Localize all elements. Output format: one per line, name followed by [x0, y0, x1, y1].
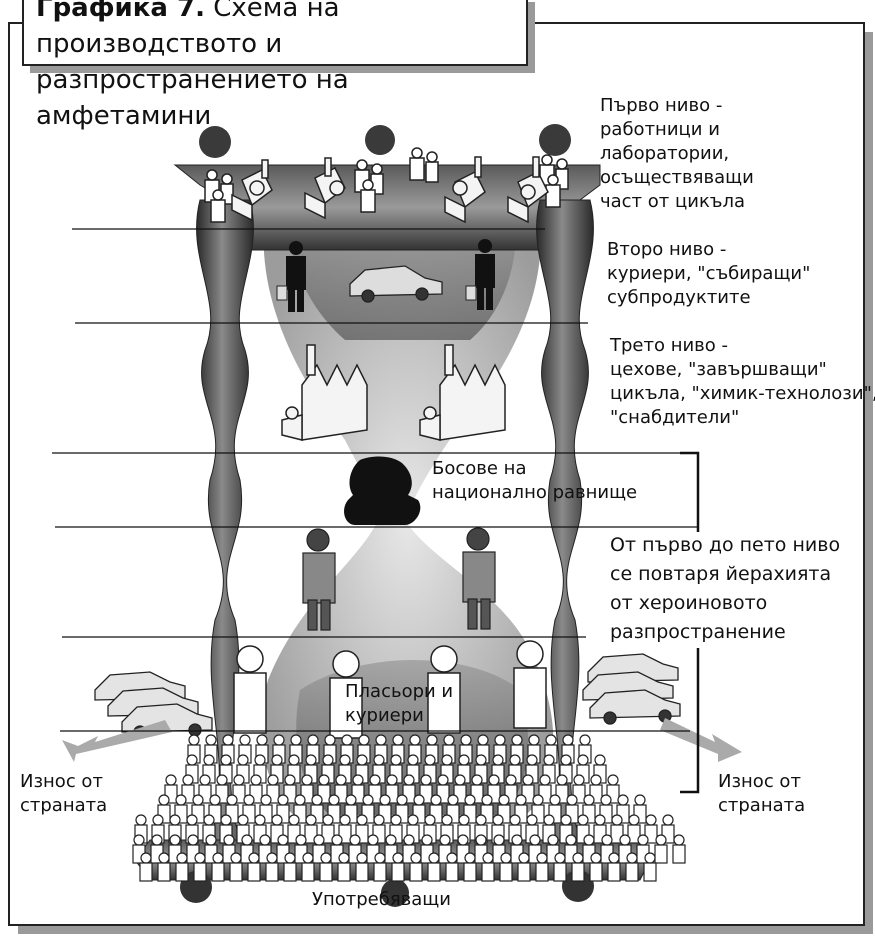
consumer-figure: [266, 853, 278, 881]
label-line: Второ ниво -: [607, 238, 810, 262]
label-line: Пласьори и: [345, 680, 453, 704]
label-line: лаборатории,: [600, 142, 754, 166]
label-line: национално равнище: [432, 481, 637, 505]
label-export-right: Износ от страната: [718, 770, 805, 818]
export-arrow-left: [62, 720, 172, 762]
consumer-figure: [320, 853, 332, 881]
consumer-figure: [655, 835, 667, 863]
consumer-figure: [248, 853, 260, 881]
consumer-figure: [392, 853, 404, 881]
consumer-figure: [356, 853, 368, 881]
label-line: куриери, "събиращи": [607, 262, 810, 286]
title-prefix: Графика 7.: [36, 0, 205, 23]
label-first-level: Първо ниво - работници и лаборатории, ос…: [600, 94, 754, 214]
consumer-figure: [284, 853, 296, 881]
consumer-figure: [212, 853, 224, 881]
consumer-figure: [464, 853, 476, 881]
consumer-figure: [554, 853, 566, 881]
label-line: разпространение: [610, 618, 840, 647]
consumer-figure: [590, 853, 602, 881]
consumer-figure: [500, 853, 512, 881]
consumer-figure: [536, 853, 548, 881]
consumer-figure: [608, 853, 620, 881]
consumer-figure: [410, 853, 422, 881]
label-bosses: Босове на национално равнище: [432, 457, 637, 505]
label-line: осъществяващи: [600, 166, 754, 190]
car-group-right-icon: [583, 654, 680, 724]
label-third-level: Трето ниво - цехове, "завършващи" цикъла…: [610, 334, 875, 430]
label-line: "снабдители": [610, 406, 875, 430]
label-repeat-hierarchy: От първо до пето ниво се повтаря йерахия…: [610, 531, 840, 647]
consumer-figure: [338, 853, 350, 881]
label-line: страната: [20, 794, 107, 818]
label-line: работници и: [600, 118, 754, 142]
label-line: се повтаря йерахията: [610, 560, 840, 589]
label-line: страната: [718, 794, 805, 818]
export-arrow-right: [660, 718, 742, 762]
consumer-figure: [230, 853, 242, 881]
consumer-figure: [374, 853, 386, 881]
title-line2: разпространението на амфетамини: [36, 65, 349, 131]
label-line: част от цикъла: [600, 190, 754, 214]
label-line: цикъла, "химик-технолози",: [610, 382, 875, 406]
consumer-figure: [446, 853, 458, 881]
label-line: Трето ниво -: [610, 334, 875, 358]
consumer-figure: [518, 853, 530, 881]
consumer-figure: [140, 853, 152, 881]
consumer-figure: [626, 853, 638, 881]
label-line: Износ от: [718, 770, 805, 794]
label-consumers: Употребяващи: [312, 888, 451, 912]
title-box: Графика 7. Схема на производството и раз…: [22, 0, 528, 66]
label-line: субпродуктите: [607, 286, 810, 310]
consumer-figure: [482, 853, 494, 881]
consumer-figure: [572, 853, 584, 881]
consumer-figure: [158, 853, 170, 881]
title-shadow-right: [528, 2, 535, 73]
label-line: От първо до пето ниво: [610, 531, 840, 560]
diagram-title: Графика 7. Схема на производството и раз…: [36, 0, 526, 134]
consumer-figure: [673, 835, 685, 863]
label-line: Босове на: [432, 457, 637, 481]
label-line: Износ от: [20, 770, 107, 794]
label-dealers: Пласьори и куриери: [345, 680, 453, 728]
consumer-figure: [644, 853, 656, 881]
consumer-figure: [428, 853, 440, 881]
label-line: цехове, "завършващи": [610, 358, 875, 382]
label-export-left: Износ от страната: [20, 770, 107, 818]
label-line: от хероиновото: [610, 589, 840, 618]
label-line: Първо ниво -: [600, 94, 754, 118]
label-second-level: Второ ниво - куриери, "събиращи" субпрод…: [607, 238, 810, 310]
consumer-figure: [176, 853, 188, 881]
label-line: куриери: [345, 704, 453, 728]
consumer-figure: [194, 853, 206, 881]
consumer-figure: [302, 853, 314, 881]
